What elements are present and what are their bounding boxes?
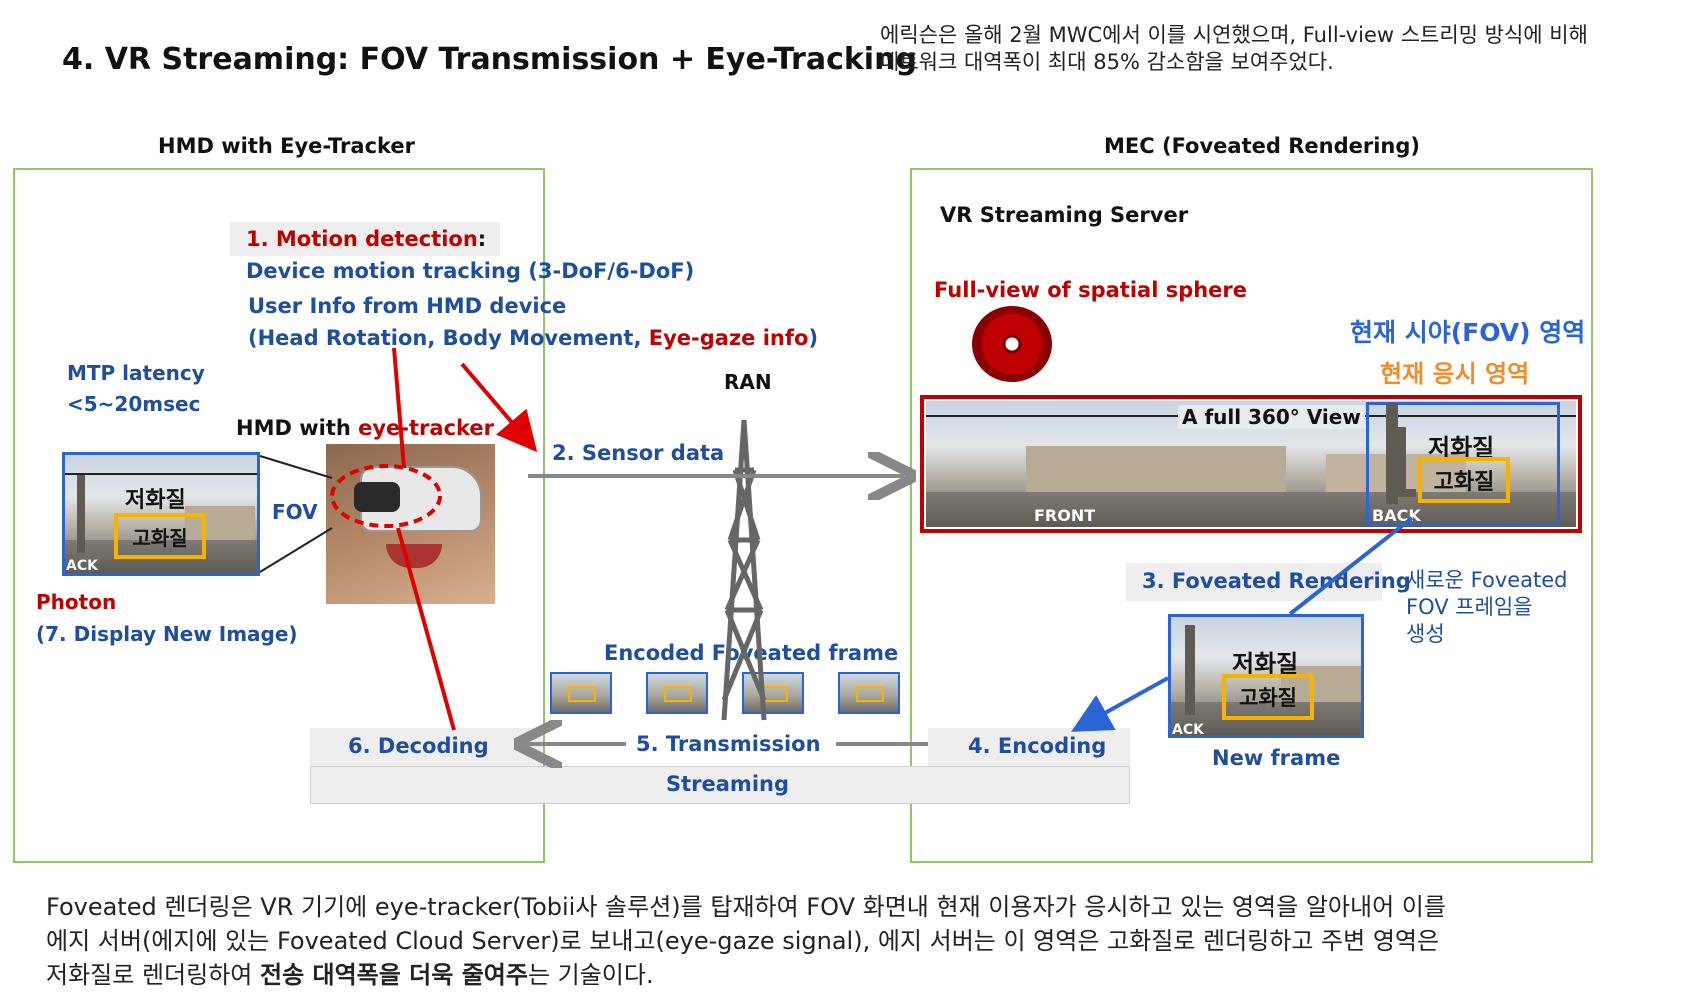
fullview-label: Full-view of spatial sphere bbox=[934, 278, 1248, 302]
bottom-explanation: Foveated 렌더링은 VR 기기에 eye-tracker(Tobii사 … bbox=[46, 890, 1646, 992]
right-frame bbox=[910, 168, 1593, 863]
new-frame-high-quality: 고화질 bbox=[1222, 674, 1314, 720]
encoded-frame-thumb bbox=[838, 672, 900, 714]
foveated-box bbox=[1126, 563, 1382, 601]
new-fov-line2: FOV 프레임을 bbox=[1406, 595, 1533, 619]
fov-region-label: 현재 시야(FOV) 영역 bbox=[1350, 318, 1586, 347]
hmd-label-a: HMD with bbox=[236, 416, 359, 440]
motion-connector bbox=[392, 347, 406, 469]
fov-connector-bottom bbox=[259, 527, 333, 573]
motion-title-text: 1. Motion detection bbox=[246, 227, 478, 251]
decoding-label: 6. Decoding bbox=[348, 734, 489, 758]
foveated-label: 3. Foveated Rendering bbox=[1142, 569, 1411, 593]
top-note-line1: 에릭슨은 올해 2월 MWC에서 이를 시연했으며, Full-view 스트리… bbox=[880, 23, 1588, 47]
pano-fov-frame bbox=[1366, 402, 1560, 526]
fov-label: FOV bbox=[272, 500, 318, 524]
new-fov-line1: 새로운 Foveated bbox=[1406, 568, 1568, 592]
motion-line3-a: (Head Rotation, Body Movement, bbox=[248, 326, 649, 350]
mtp-line1: MTP latency bbox=[67, 361, 205, 385]
eye-highlight-ellipse bbox=[330, 464, 442, 528]
motion-line3: (Head Rotation, Body Movement, Eye-gaze … bbox=[248, 326, 818, 350]
new-frame-low-quality: 저화질 bbox=[1232, 650, 1299, 678]
bottom-line3-b: 전송 대역폭을 더욱 줄여주 bbox=[259, 961, 528, 989]
encoding-label: 4. Encoding bbox=[968, 734, 1107, 758]
left-frame bbox=[13, 168, 545, 863]
bottom-line3-a: 저화질로 렌더링하여 bbox=[46, 961, 260, 989]
user-view-back-label: ACK bbox=[66, 558, 98, 574]
encoding-arrow bbox=[1071, 676, 1169, 732]
page-title: 4. VR Streaming: FOV Transmission + Eye-… bbox=[62, 42, 917, 77]
decoding-connector bbox=[396, 527, 456, 731]
streaming-label: Streaming bbox=[666, 772, 789, 796]
photon-label: Photon bbox=[36, 590, 117, 614]
bottom-line2: 에지 서버(에지에 있는 Foveated Cloud Server)로 보내고… bbox=[46, 927, 1440, 955]
mtp-line2: <5~20msec bbox=[67, 392, 201, 416]
new-frame-image bbox=[1168, 614, 1364, 738]
motion-title: 1. Motion detection: bbox=[246, 227, 486, 251]
pano-title: A full 360° View bbox=[1178, 405, 1365, 429]
fov-connector-top bbox=[259, 455, 333, 479]
top-note: 에릭슨은 올해 2월 MWC에서 이를 시연했으며, Full-view 스트리… bbox=[880, 22, 1670, 76]
pano-front: FRONT bbox=[1034, 506, 1096, 525]
sensor-data-arrow bbox=[460, 362, 538, 453]
user-view-high-quality: 고화질 bbox=[114, 513, 206, 559]
motion-line3-c: ) bbox=[808, 326, 819, 350]
new-fov-line3: 생성 bbox=[1406, 622, 1445, 646]
motion-title-colon: : bbox=[477, 227, 487, 251]
sensor-label: 2. Sensor data bbox=[552, 441, 725, 465]
left-panel-header: HMD with Eye-Tracker bbox=[158, 134, 416, 158]
encoded-label: Encoded Foveated frame bbox=[604, 641, 899, 665]
display-label: (7. Display New Image) bbox=[36, 622, 298, 646]
ran-label: RAN bbox=[724, 370, 772, 394]
pano-high-quality: 고화질 bbox=[1418, 457, 1510, 503]
disc-icon bbox=[972, 306, 1052, 382]
new-frame-label: New frame bbox=[1212, 746, 1341, 770]
new-frame-back-label: ACK bbox=[1172, 722, 1204, 738]
hmd-label: HMD with eye-tracker bbox=[236, 416, 494, 440]
streaming-bar bbox=[310, 766, 1130, 804]
decoding-box bbox=[310, 728, 542, 766]
encoded-frame-thumb bbox=[550, 672, 612, 714]
encoded-frame-thumb bbox=[742, 672, 804, 714]
server-label: VR Streaming Server bbox=[940, 203, 1189, 227]
bottom-line3: 저화질로 렌더링하여 전송 대역폭을 더욱 줄여주는 기술이다. bbox=[46, 958, 1646, 992]
gaze-region-label: 현재 응시 영역 bbox=[1380, 360, 1530, 388]
pano-red-frame bbox=[920, 395, 1582, 533]
motion-title-box bbox=[230, 222, 500, 256]
hmd-label-b: eye-tracker bbox=[358, 416, 495, 440]
encoded-frame-thumb bbox=[646, 672, 708, 714]
top-note-line2: 네트워크 대역폭이 최대 85% 감소함을 보여주었다. bbox=[880, 50, 1334, 74]
motion-line1: Device motion tracking (3-DoF/6-DoF) bbox=[246, 259, 695, 283]
motion-line3-b: Eye-gaze info bbox=[648, 326, 809, 350]
ran-tower-icon bbox=[721, 419, 767, 721]
transmission-label: 5. Transmission bbox=[636, 732, 821, 756]
new-fov-note: 새로운 Foveated FOV 프레임을 생성 bbox=[1406, 567, 1568, 648]
encoding-box bbox=[928, 728, 1130, 766]
motion-line2: User Info from HMD device bbox=[248, 294, 567, 318]
user-view-low-quality: 저화질 bbox=[125, 488, 186, 513]
bottom-line1: Foveated 렌더링은 VR 기기에 eye-tracker(Tobii사 … bbox=[46, 893, 1446, 921]
rendering-connector bbox=[1288, 516, 1414, 616]
right-panel-header: MEC (Foveated Rendering) bbox=[1104, 134, 1420, 158]
bottom-line3-c: 는 기술이다. bbox=[527, 961, 654, 989]
